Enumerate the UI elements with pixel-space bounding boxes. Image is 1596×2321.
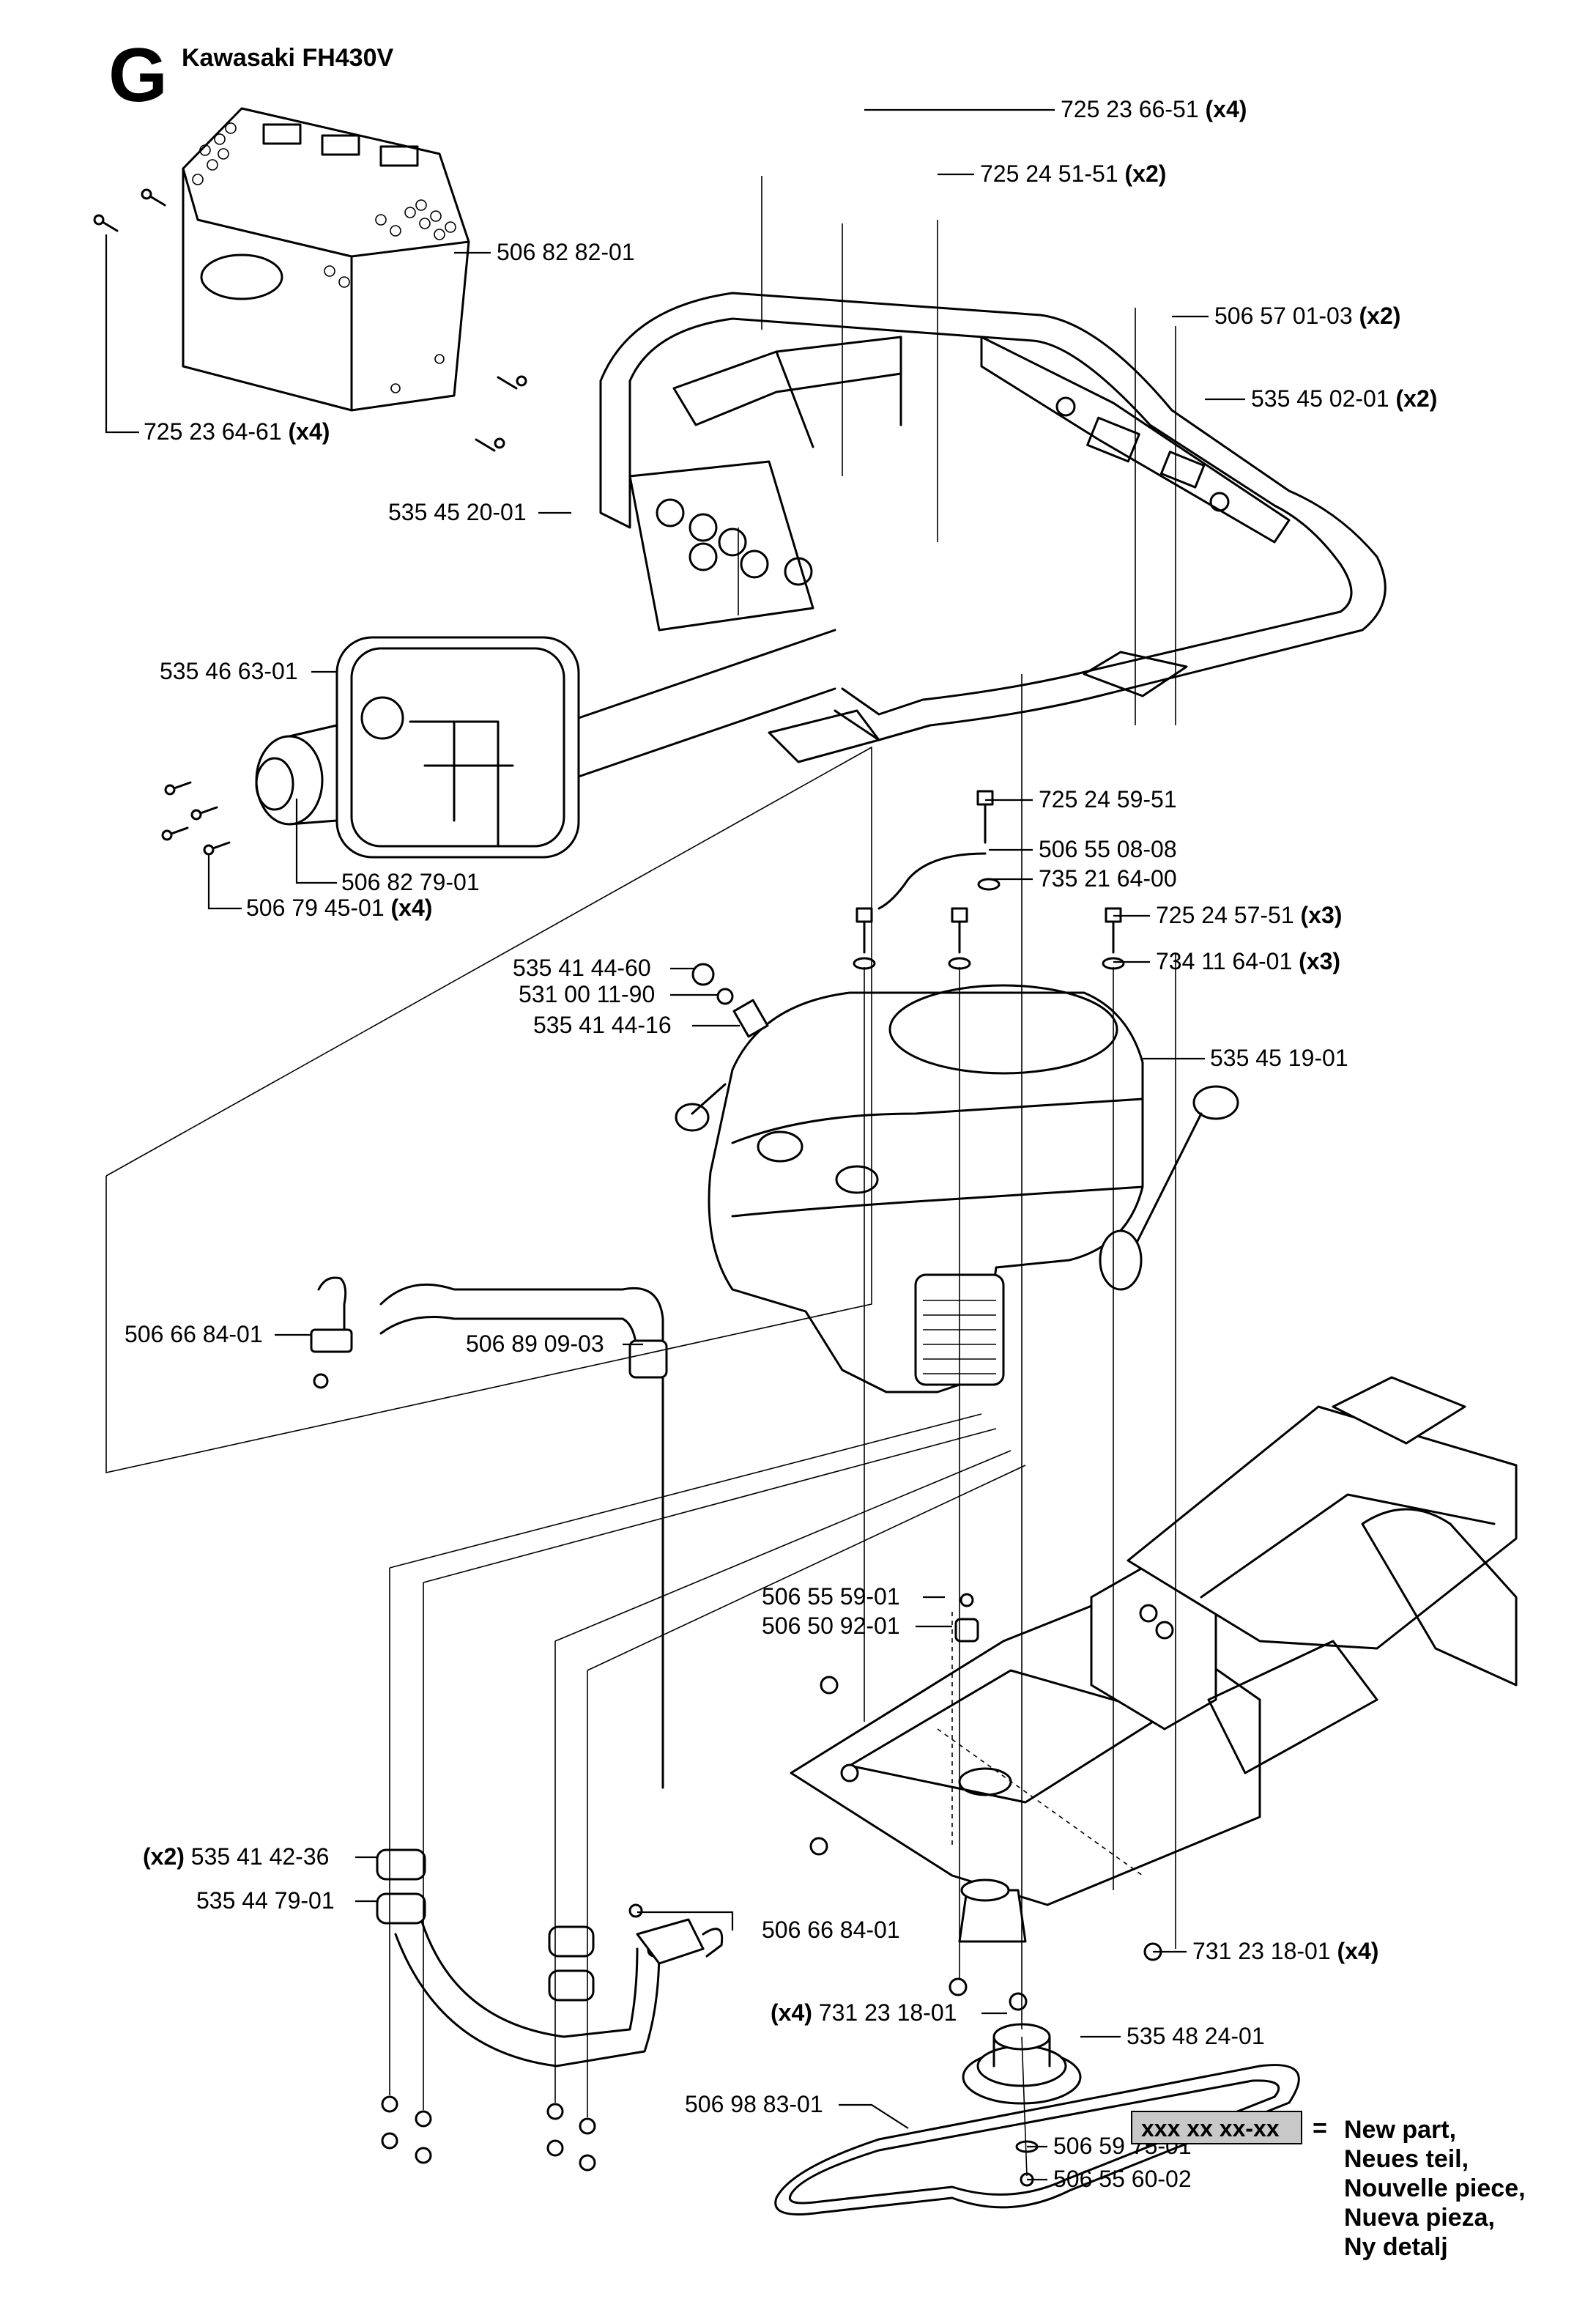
part-label: 506 82 79-01 [341,869,480,895]
part-label: 506 57 01-03 (x2) [1214,303,1400,329]
exhaust-pipe-illustration [376,1283,679,2068]
shroud-screws [93,188,527,452]
legend-line: Nueva pieza, [1344,2204,1495,2232]
chassis-illustration [790,1376,1518,1943]
part-label: (x4) 731 23 18-01 [771,1999,957,2026]
legend-line: Ny detalj [1344,2233,1448,2261]
muffler-illustration [255,629,836,859]
part-label: 531 00 11-90 [519,981,655,1007]
new-part-legend: xxx xx xx-xx = New part, Neues teil, Nou… [1131,2111,1526,2261]
muffler-screws [161,781,231,856]
part-label: 506 82 82-01 [497,239,635,265]
part-label: 506 79 45-01 (x4) [246,895,432,921]
part-label: 506 55 60-02 [1053,2166,1192,2192]
part-label: 734 11 64-01 (x3) [1156,948,1340,974]
part-label: 535 41 44-16 [533,1012,672,1038]
part-label: (x2) 535 41 42-36 [143,1843,329,1870]
assembly-lines [105,176,1176,2177]
leader-lines [105,108,1245,2181]
legend-line: Neues teil, [1344,2145,1469,2173]
legend-line: New part, [1344,2116,1456,2144]
part-label: 535 45 02-01 (x2) [1251,385,1437,412]
legend-equals: = [1313,2114,1327,2142]
pipe-clamp-upper [310,1276,353,1389]
fuel-fitting [691,963,769,1038]
part-label: 735 21 64-00 [1039,865,1177,892]
part-label: 506 55 08-08 [1039,836,1177,862]
part-label: 535 45 19-01 [1210,1045,1348,1071]
part-label: 535 44 79-01 [196,1887,335,1914]
part-label: 506 89 09-03 [466,1330,604,1357]
engine-illustration [675,984,1239,1393]
part-label: 535 41 44-60 [513,955,651,981]
part-label: 506 50 92-01 [762,1613,900,1639]
part-label: 535 46 63-01 [160,658,298,684]
page-title: Kawasaki FH430V [182,44,393,72]
part-label: 506 55 59-01 [762,1583,900,1610]
engine-mount-bolts [853,790,1125,970]
guard-frame-illustration [599,292,1387,763]
chassis-bolts [809,1593,1174,2011]
legend-line: Nouvelle piece, [1344,2174,1526,2202]
part-label: 506 98 83-01 [685,2091,823,2117]
part-label: 506 66 84-01 [125,1321,263,1347]
part-label: 725 24 57-51 (x3) [1156,902,1342,928]
legend-sample-box [1131,2111,1302,2144]
part-label: 725 24 59-51 [1039,786,1177,812]
part-label: 731 23 18-01 (x4) [1192,1938,1378,1964]
part-label: 725 24 51-51 (x2) [980,160,1166,187]
pipe-clamp-lower [628,1903,724,1965]
part-label: 535 45 20-01 [388,499,527,525]
part-label: 506 66 84-01 [762,1917,900,1943]
legend-sample-code: xxx xx xx-xx [1141,2115,1280,2142]
engine-shroud-illustration [182,107,470,412]
part-label: 725 23 64-61 (x4) [144,418,330,445]
part-label: 725 23 66-51 (x4) [1061,96,1247,122]
part-label: 535 48 24-01 [1127,2023,1265,2049]
part-labels: 725 23 66-51 (x4) 725 24 51-51 (x2) 506 … [125,96,1437,2192]
section-letter: G [108,33,168,118]
exhaust-nuts [381,2095,596,2172]
